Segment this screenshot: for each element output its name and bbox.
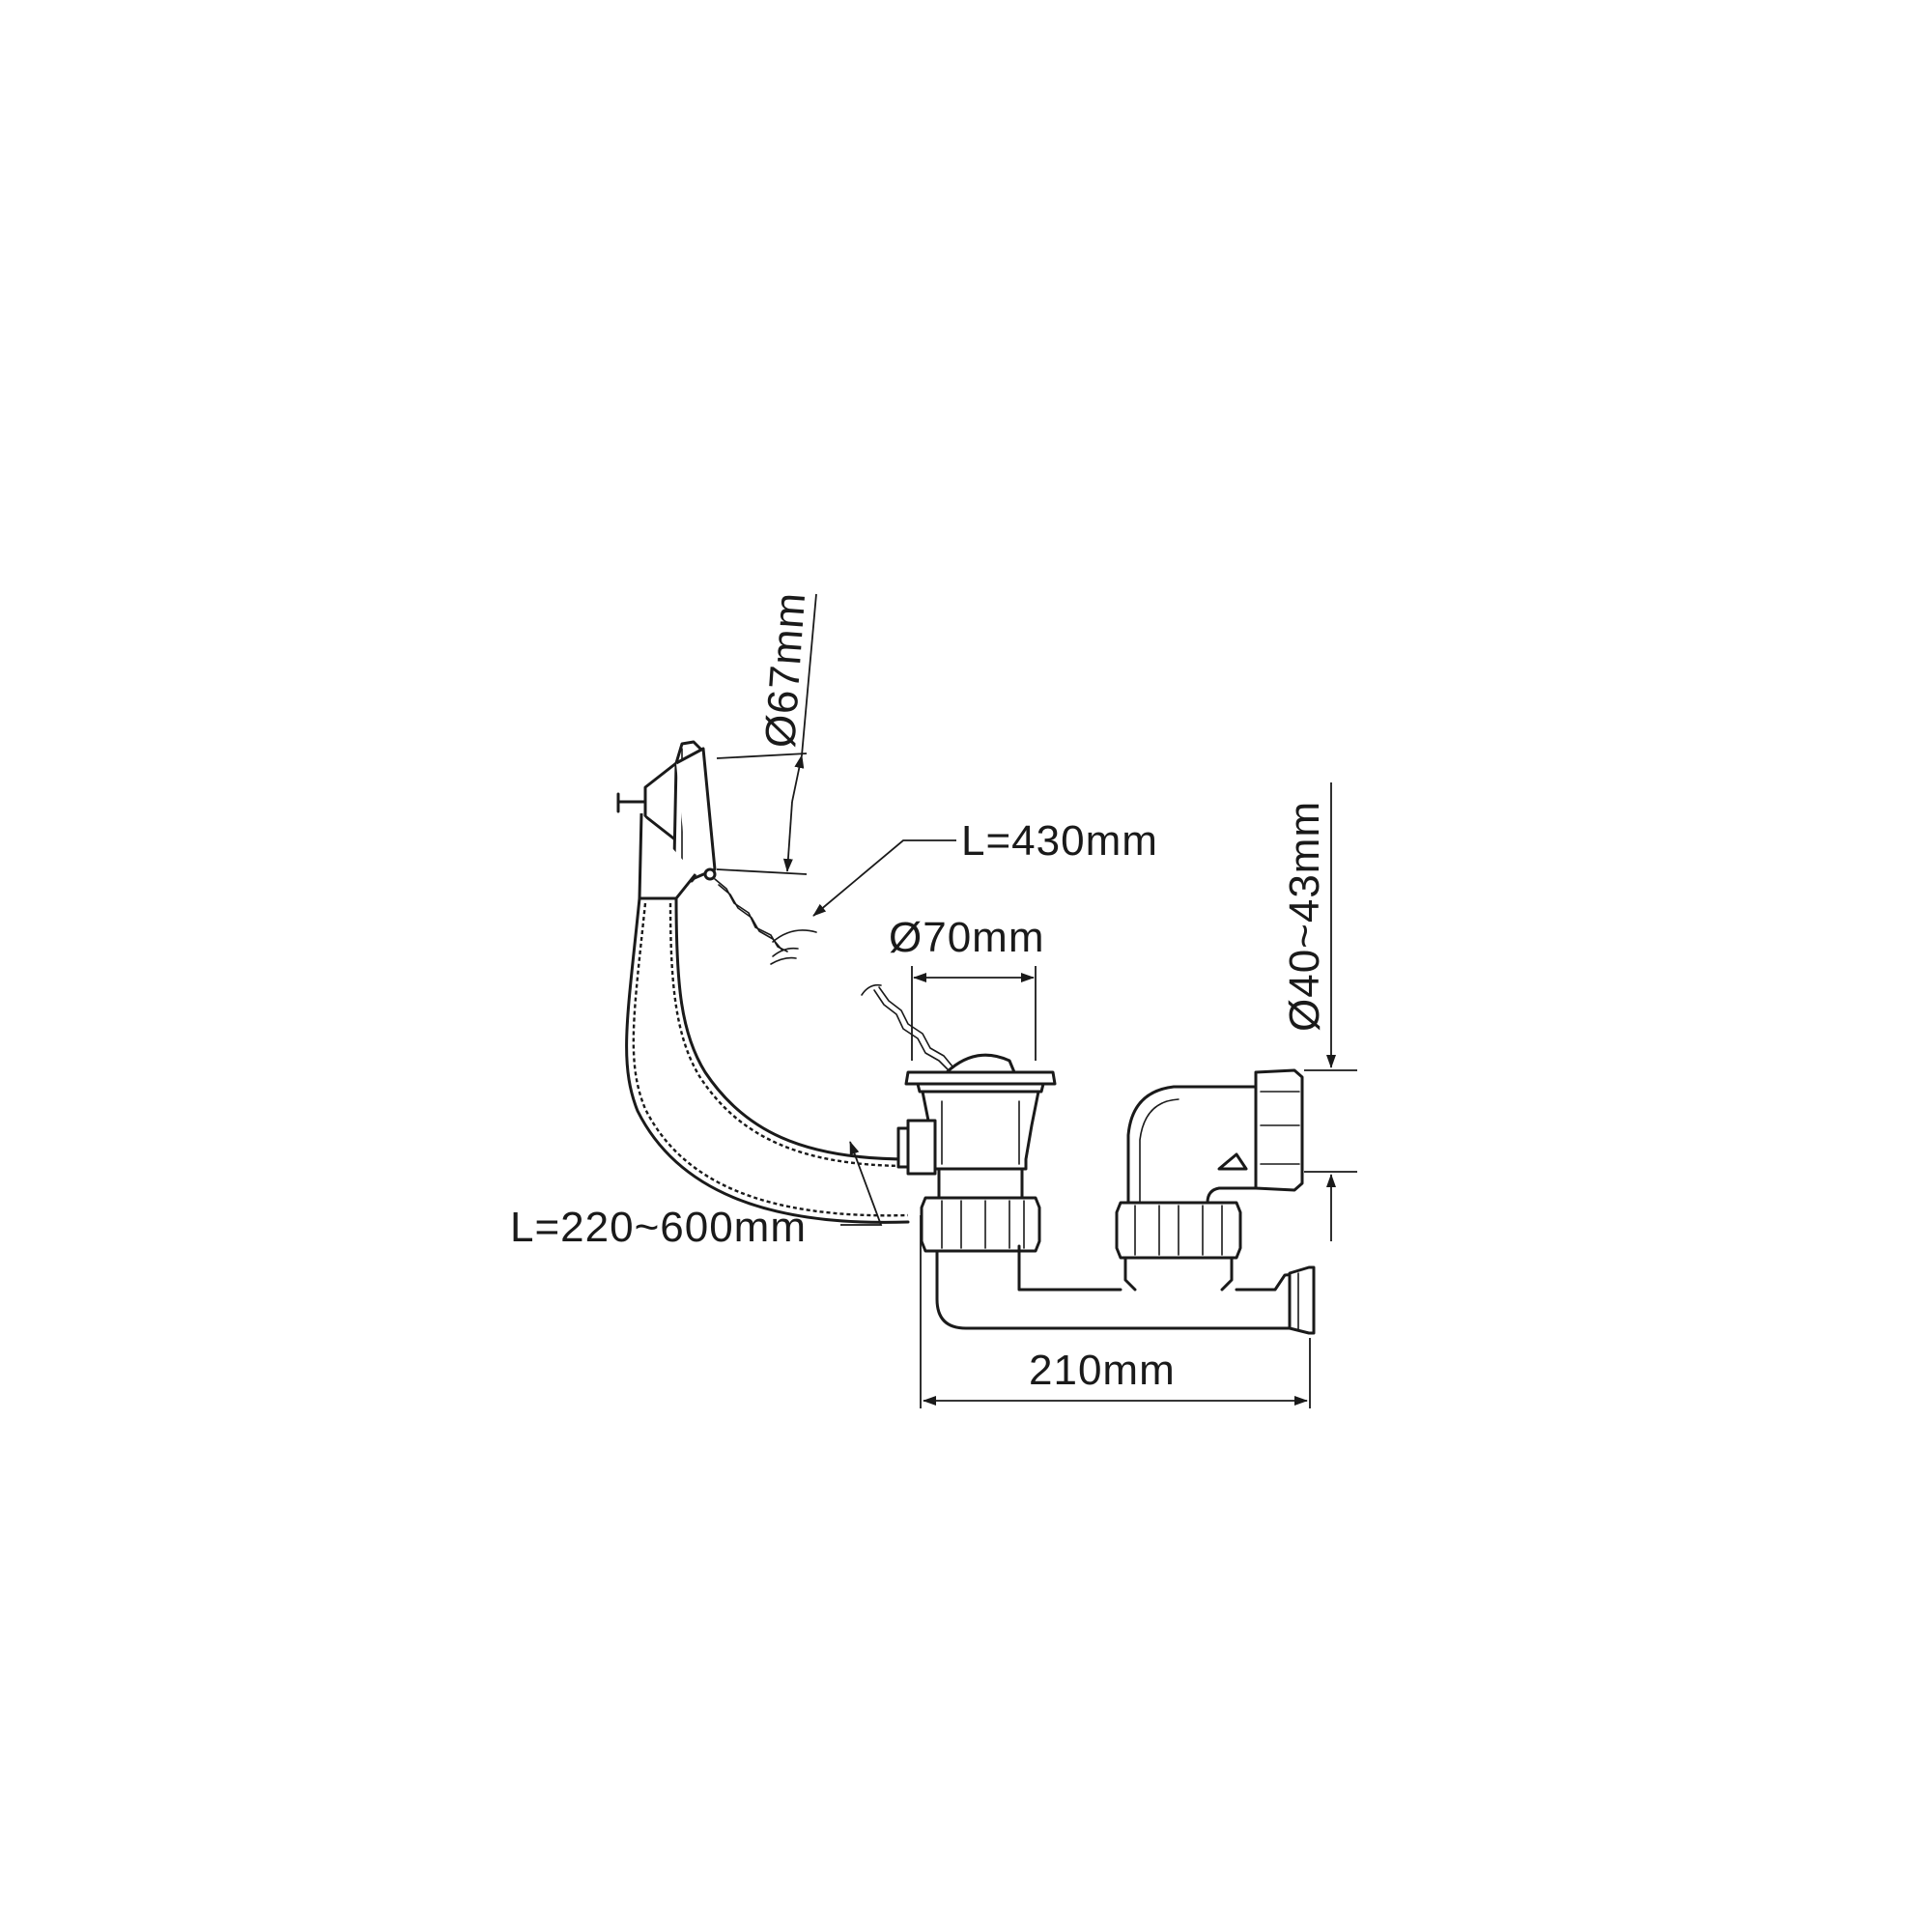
flexible-hose	[625, 896, 910, 1224]
chain-upper	[703, 867, 799, 965]
label-overflow-diameter: Ø67mm	[756, 590, 814, 750]
label-outlet-diameter: Ø40~43mm	[1281, 801, 1328, 1032]
standpipe-elbow	[1115, 1068, 1304, 1292]
label-trap-width: 210mm	[1029, 1347, 1176, 1394]
chain-lower	[861, 983, 953, 1071]
trap-pipe	[935, 1244, 1316, 1335]
dimension-waste-diameter: Ø70mm	[889, 914, 1044, 1061]
dimension-chain-length: L=430mm	[772, 817, 1158, 943]
overflow-head	[616, 740, 717, 900]
label-waste-diameter: Ø70mm	[889, 914, 1044, 961]
waste-assembly	[896, 1053, 1057, 1253]
label-hose-length: L=220~600mm	[510, 1204, 807, 1251]
dimension-overflow-diameter: Ø67mm	[716, 590, 817, 875]
label-chain-length: L=430mm	[961, 817, 1158, 865]
dimension-hose-length: L=220~600mm	[510, 1141, 883, 1251]
dimension-trap-width: 210mm	[920, 1215, 1311, 1408]
dimension-outlet-diameter: Ø40~43mm	[1281, 782, 1357, 1241]
